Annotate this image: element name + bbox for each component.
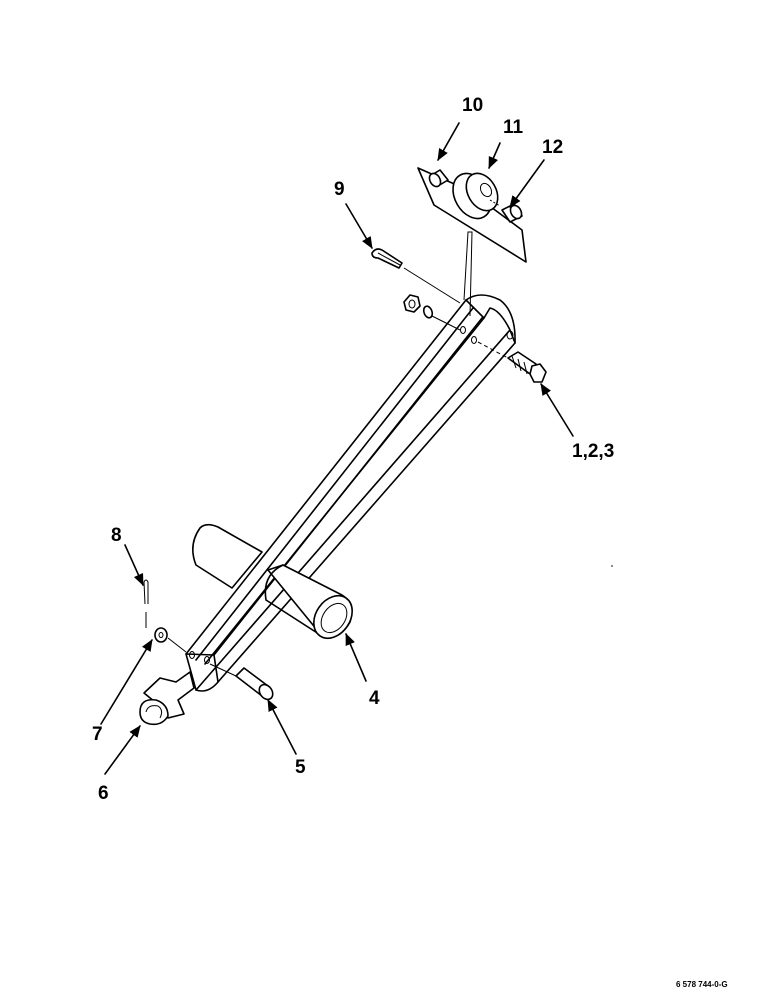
callout-7: 7 [92,724,103,745]
pulley-bracket [417,167,527,317]
spacer-left [428,169,449,188]
callout-1-2-3: 1,2,3 [572,441,614,462]
callout-10: 10 [462,95,483,116]
cotter-pin-upper [371,248,403,269]
cotter-pin-lower [143,579,149,605]
callout-8: 8 [111,525,122,546]
frame-assembly [185,294,516,692]
clevis-pin [209,663,274,701]
callout-9: 9 [334,179,345,200]
speck [611,565,613,567]
callout-5: 5 [295,757,306,778]
drawing-number: 6 578 744-0-G [676,980,728,989]
leader-arrows [100,122,574,775]
callout-11: 11 [503,117,524,138]
washer [154,627,187,653]
hidden-line-pin [403,267,461,304]
callout-6: 6 [98,783,109,804]
roller-tube [192,523,353,640]
spacer-right [501,203,523,223]
callout-12: 12 [542,137,563,158]
callout-4: 4 [369,688,380,709]
hex-bolt [477,341,547,383]
nut-and-washer [403,294,461,331]
pulley [452,172,499,220]
retainer-clip [139,671,195,726]
